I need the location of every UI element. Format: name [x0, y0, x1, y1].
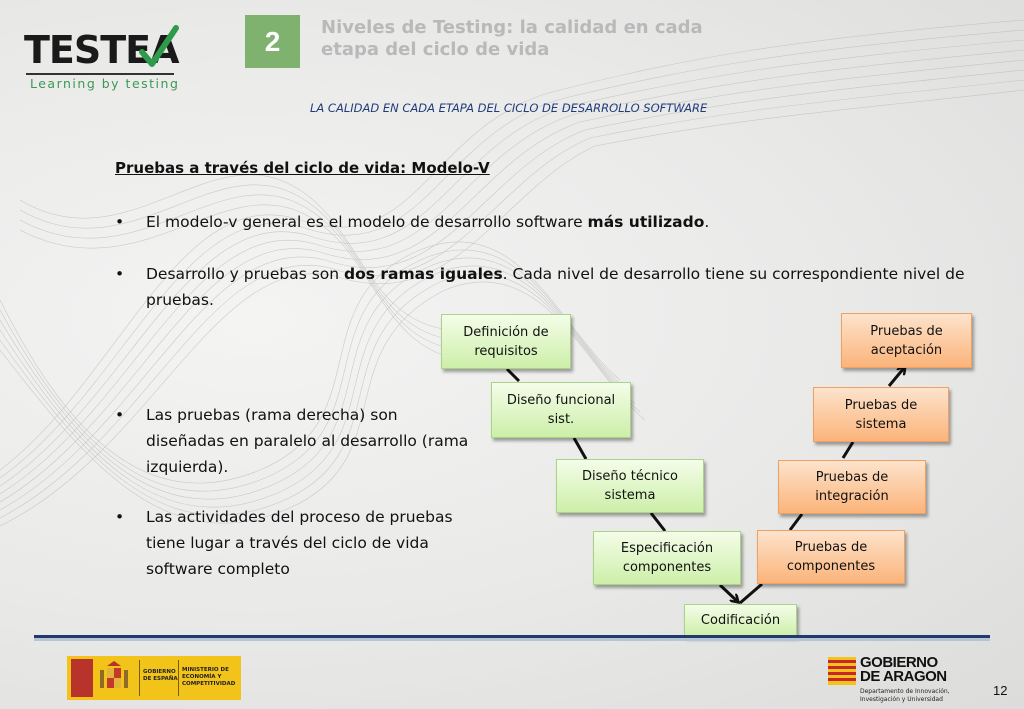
aragon-name-line-1: GOBIERNO [860, 654, 938, 671]
bullet-marker: • [115, 508, 125, 526]
bullet-text: El modelo-v general es el modelo de desa… [146, 213, 588, 231]
footer-divider-shadow [34, 638, 990, 641]
title-line-1: Niveles de Testing: la calidad en cada [321, 17, 703, 38]
checkmark-icon [139, 25, 179, 67]
aragon-flag-icon [828, 657, 856, 685]
bullet-item-4: • Las actividades del proceso de pruebas… [115, 504, 476, 582]
v-box-label: Especificación componentes [620, 541, 714, 575]
v-box-label: Pruebas de aceptación [870, 323, 943, 358]
page-subtitle: LA CALIDAD EN CADA ETAPA DEL CICLO DE DE… [310, 101, 708, 115]
section-number: 2 [245, 15, 300, 68]
bullet-item-2: • Desarrollo y pruebas son dos ramas igu… [115, 261, 976, 313]
bullet-bold-text: dos ramas iguales [344, 265, 503, 283]
bullet-marker: • [115, 213, 125, 231]
page-title: Niveles de Testing: la calidad en cada e… [321, 17, 791, 61]
v-box-system-testing: Pruebas de sistema [813, 387, 949, 442]
ministry-label: MINISTERIO DE ECONOMÍA Y COMPETITIVIDAD [182, 667, 236, 687]
spain-ministry-logo: GOBIERNO DE ESPAÑA MINISTERIO DE ECONOMÍ… [67, 656, 241, 700]
v-box-coding: Codificación [684, 604, 797, 637]
logo-divider [26, 73, 174, 75]
v-box-label: Definición de requisitos [463, 324, 549, 359]
bullet-item-3: • Las pruebas (rama derecha) son diseñad… [115, 402, 476, 480]
v-box-label: Pruebas de componentes [786, 540, 876, 574]
bullet-marker: • [115, 265, 125, 283]
coat-of-arms-icon [100, 661, 128, 688]
title-line-2: etapa del ciclo de vida [321, 39, 550, 60]
flag-stripe-icon [71, 659, 93, 697]
testea-logo: TESTEA Learning by testing [22, 24, 182, 94]
v-box-label: Codificación [700, 613, 781, 628]
v-box-label: Diseño técnico sistema [582, 469, 678, 503]
bullet-text: Las actividades del proceso de pruebas t… [146, 508, 453, 578]
v-box-component-testing: Pruebas de componentes [757, 530, 905, 584]
bullet-text-end: . [704, 213, 710, 231]
bullet-text: Desarrollo y pruebas son [146, 265, 345, 283]
v-box-label: Diseño funcional sist. [506, 393, 616, 427]
v-box-component-spec: Especificación componentes [593, 531, 741, 585]
v-box-label: Pruebas de integración [815, 470, 889, 504]
v-box-technical-design: Diseño técnico sistema [556, 459, 704, 513]
aragon-department: Departamento de Innovación, Investigació… [860, 688, 950, 703]
aragon-name-line-2: DE ARAGON [860, 668, 947, 685]
bullet-marker: • [115, 406, 125, 424]
bullet-text-end: . Cada nivel de desarrollo tiene su corr… [146, 265, 965, 309]
bullet-item-1: • El modelo-v general es el modelo de de… [115, 209, 946, 235]
logo-separator [178, 660, 179, 696]
v-box-label: Pruebas de sistema [844, 397, 918, 432]
footer-divider [34, 635, 990, 638]
bullet-text: Las pruebas (rama derecha) son diseñadas… [146, 406, 469, 476]
bullet-bold-text: más utilizado [587, 213, 705, 231]
aragon-government-logo: GOBIERNO DE ARAGON Departamento de Innov… [828, 655, 958, 707]
v-box-requirements: Definición de requisitos [441, 314, 571, 369]
v-box-integration-testing: Pruebas de integración [778, 460, 926, 514]
v-box-functional-design: Diseño funcional sist. [491, 382, 631, 438]
section-heading: Pruebas a través del ciclo de vida: Mode… [115, 159, 490, 177]
page-number: 12 [993, 683, 1008, 698]
logo-tagline: Learning by testing [30, 76, 180, 91]
spain-government-label: GOBIERNO DE ESPAÑA [143, 669, 178, 682]
logo-separator [139, 660, 140, 696]
v-box-acceptance-testing: Pruebas de aceptación [841, 313, 972, 368]
